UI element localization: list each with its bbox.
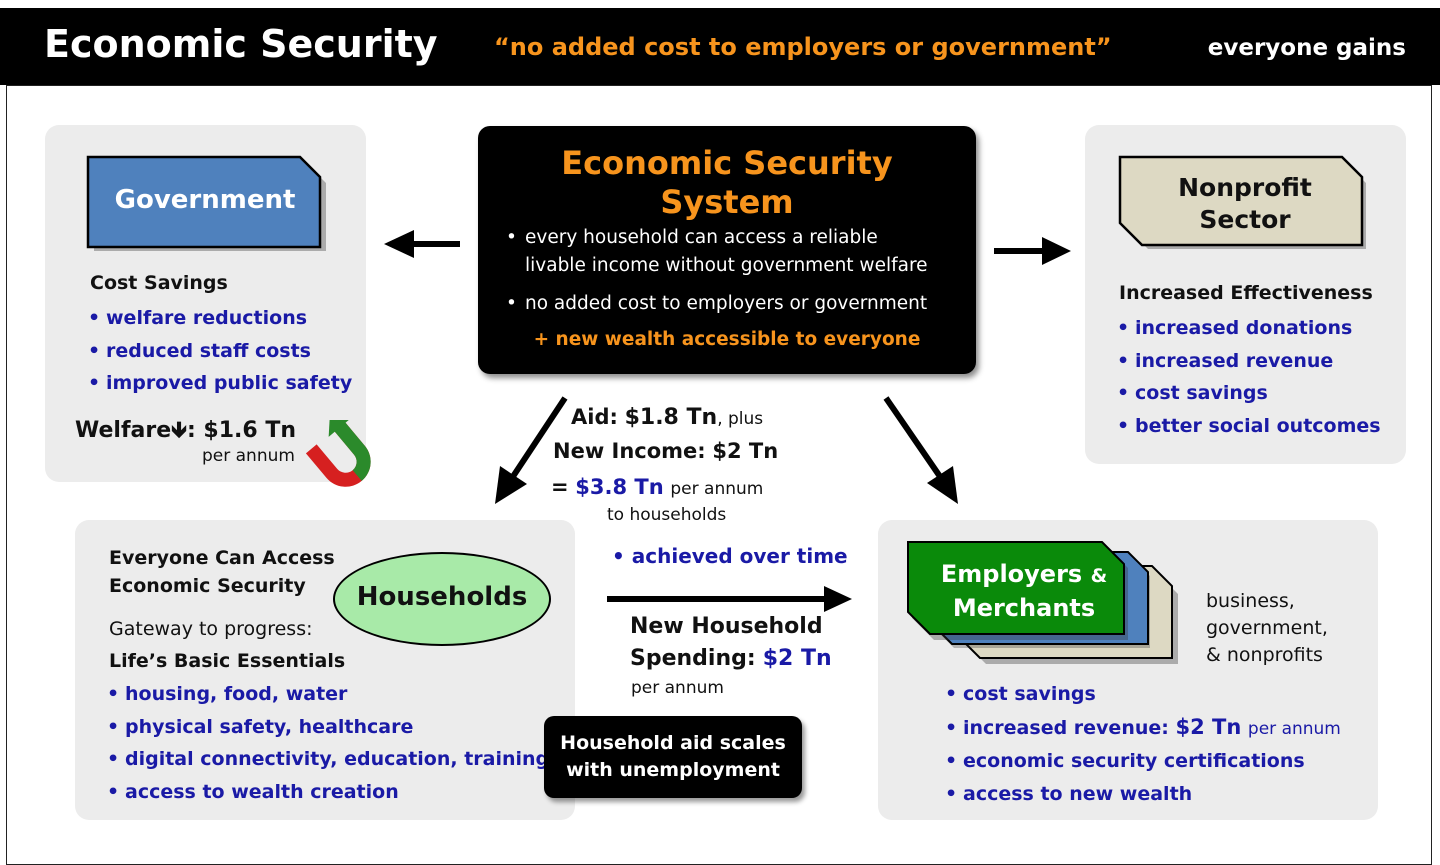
aid-suffix: , plus bbox=[717, 409, 764, 429]
side-note-line2: government, bbox=[1206, 617, 1328, 639]
government-heading: Cost Savings bbox=[90, 272, 228, 294]
bullet-dot: • bbox=[506, 227, 517, 248]
spending-value: $2 Tn bbox=[762, 646, 832, 671]
government-label: Government bbox=[114, 185, 296, 215]
list-item: improved public safety bbox=[88, 367, 352, 400]
center-title-line2: System bbox=[660, 183, 794, 221]
revenue-value: $2 Tn bbox=[1175, 714, 1242, 739]
list-item: physical safety, healthcare bbox=[107, 711, 549, 744]
households-heading-line1: Everyone Can Access bbox=[109, 547, 335, 569]
total-value: $3.8 Tn bbox=[575, 475, 664, 499]
income-value: $2 Tn bbox=[712, 439, 779, 463]
employers-list: cost savings increased revenue: $2 Tn pe… bbox=[945, 678, 1341, 810]
nonprofit-label-line2: Sector bbox=[1199, 205, 1291, 234]
arrow-households-to-employers bbox=[607, 586, 852, 612]
flow-arrows bbox=[384, 230, 1071, 612]
list-item: increased revenue: $2 Tn per annum bbox=[945, 711, 1341, 746]
list-item: digital connectivity, education, trainin… bbox=[107, 743, 549, 776]
nonprofit-label: Nonprofit Sector bbox=[1118, 172, 1372, 236]
households-list: housing, food, water physical safety, he… bbox=[107, 678, 549, 808]
list-item: cost savings bbox=[945, 678, 1341, 711]
spending-unit: per annum bbox=[631, 678, 724, 698]
households-label: Households bbox=[356, 582, 528, 612]
arrow-to-employers bbox=[883, 396, 958, 504]
total-line: = $3.8 Tn per annum bbox=[551, 475, 763, 499]
header-right-text: everyone gains bbox=[1207, 35, 1406, 61]
welfare-reduction: Welfare🡻: $1.6 Tn bbox=[75, 413, 296, 451]
income-line: New Income: $2 Tn bbox=[553, 439, 778, 463]
center-bullet-1-line1: every household can access a reliable bbox=[525, 227, 878, 248]
total-prefix: = bbox=[551, 475, 569, 499]
list-item: welfare reductions bbox=[88, 302, 352, 335]
total-to-households: to households bbox=[607, 505, 727, 525]
magnet-icon bbox=[305, 420, 371, 487]
aid-scales-line2: with unemployment bbox=[566, 759, 780, 781]
aid-scales-line1: Household aid scales bbox=[560, 732, 786, 754]
households-ellipse bbox=[333, 552, 551, 646]
list-item: better social outcomes bbox=[1117, 410, 1381, 443]
revenue-label: increased revenue: bbox=[963, 716, 1169, 739]
center-extra-line: + new wealth accessible to everyone bbox=[533, 329, 921, 350]
header-bar bbox=[0, 8, 1440, 85]
list-item: increased revenue bbox=[1117, 345, 1381, 378]
list-item: reduced staff costs bbox=[88, 335, 352, 368]
center-bullet-1-line2: livable income without government welfar… bbox=[525, 255, 928, 276]
list-item: cost savings bbox=[1117, 377, 1381, 410]
welfare-label: Welfare bbox=[75, 418, 172, 443]
government-shape bbox=[86, 155, 326, 251]
center-title: Economic Security System bbox=[478, 144, 976, 222]
aid-scales-box: Household aid scales with unemployment bbox=[544, 716, 802, 798]
down-arrow-icon: 🡻 bbox=[171, 418, 187, 443]
list-item: economic security certifications bbox=[945, 745, 1341, 778]
header-tagline: “no added cost to employers or governmen… bbox=[494, 33, 1112, 61]
welfare-unit: per annum bbox=[202, 446, 295, 466]
arrow-to-government bbox=[384, 230, 460, 258]
list-item: access to wealth creation bbox=[107, 776, 549, 809]
employers-side-note: business, government, & nonprofits bbox=[1206, 588, 1328, 669]
center-title-line1: Economic Security bbox=[561, 144, 893, 182]
arrow-to-nonprofit bbox=[994, 237, 1071, 265]
nonprofit-heading: Increased Effectiveness bbox=[1119, 282, 1373, 304]
employers-shape-stack bbox=[907, 541, 1178, 664]
employers-label-line1: Employers bbox=[940, 560, 1083, 588]
center-bullet-2-text: no added cost to employers or government bbox=[525, 293, 928, 314]
center-bullet-1: • every household can access a reliable … bbox=[506, 224, 956, 280]
spending-line2: Spending: $2 Tn bbox=[630, 646, 832, 671]
total-unit: per annum bbox=[670, 479, 764, 499]
government-list: welfare reductions reduced staff costs i… bbox=[88, 302, 352, 400]
employers-label-line2: Merchants bbox=[952, 594, 1096, 622]
economic-security-system-box: Economic Security System • every househo… bbox=[478, 126, 976, 374]
spending-label: Spending: bbox=[630, 646, 756, 671]
arrow-to-households bbox=[495, 396, 568, 504]
welfare-value: : $1.6 Tn bbox=[186, 418, 297, 443]
nonprofit-label-line1: Nonprofit bbox=[1178, 173, 1312, 202]
list-item: access to new wealth bbox=[945, 778, 1341, 811]
households-heading: Everyone Can Access Economic Security bbox=[109, 544, 335, 600]
employers-label-amp: & bbox=[1090, 565, 1108, 587]
income-label: New Income: bbox=[553, 439, 706, 463]
bullet-dot: • bbox=[506, 293, 517, 314]
spending-line1: New Household bbox=[630, 614, 823, 639]
list-item: increased donations bbox=[1117, 312, 1381, 345]
gateway-text: Gateway to progress: bbox=[109, 618, 313, 640]
aid-label: Aid: bbox=[571, 405, 618, 429]
revenue-unit: per annum bbox=[1247, 718, 1341, 739]
side-note-line1: business, bbox=[1206, 590, 1295, 612]
nonprofit-list: increased donations increased revenue co… bbox=[1117, 312, 1381, 442]
households-heading-line2: Economic Security bbox=[109, 575, 306, 597]
center-bullet-2: • no added cost to employers or governme… bbox=[506, 290, 956, 318]
nonprofit-shape bbox=[1118, 155, 1366, 249]
page-title: Economic Security bbox=[44, 22, 438, 66]
list-item: housing, food, water bbox=[107, 678, 549, 711]
aid-line: Aid: $1.8 Tn, plus bbox=[571, 405, 763, 430]
side-note-line3: & nonprofits bbox=[1206, 644, 1323, 666]
aid-value: $1.8 Tn bbox=[624, 405, 718, 430]
employers-label: Employers & Merchants bbox=[912, 558, 1136, 624]
essentials-heading: Life’s Basic Essentials bbox=[109, 650, 346, 672]
achieved-over-time: • achieved over time bbox=[612, 544, 848, 568]
